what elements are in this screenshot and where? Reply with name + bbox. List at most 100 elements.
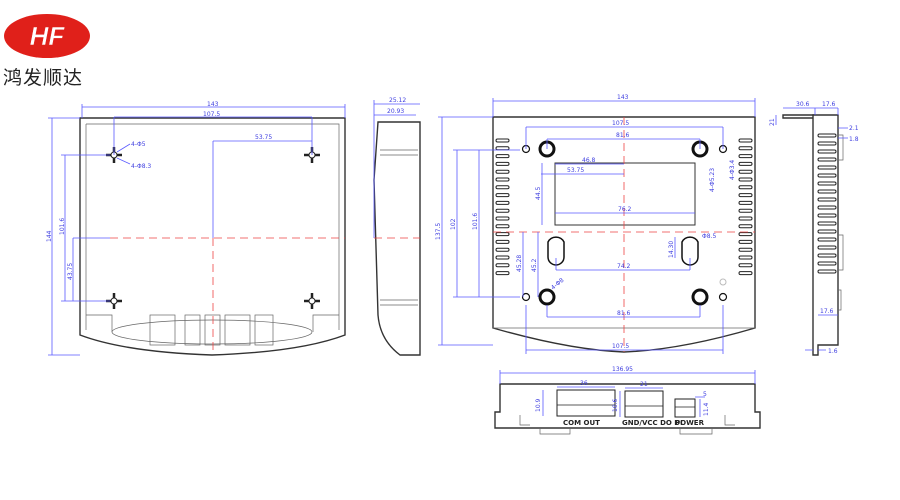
vent-slot [495, 239, 510, 244]
vent-slot [738, 224, 753, 229]
vent-slot [738, 232, 753, 237]
vent-slot [817, 245, 837, 250]
dim-width: 143 [207, 101, 219, 108]
svg-text:HF: HF [30, 21, 66, 51]
vent-slot [495, 185, 510, 190]
vent-slot [738, 271, 753, 276]
dim-keyhole-slot: 14.30 [668, 241, 675, 258]
back-view: 143 107.5 81.6 46.8 53.75 44.5 76.2 74.2… [435, 94, 756, 354]
dim-port2-height: 10.6 [612, 398, 619, 412]
dim-height: 144 [46, 230, 53, 242]
vent-slot [495, 247, 510, 252]
vent-slot [817, 173, 837, 178]
vent-slot [817, 157, 837, 162]
vent-slot [738, 200, 753, 205]
dim-port2-width: 21 [640, 381, 648, 388]
dim-right-wall: 1.6 [828, 348, 838, 355]
dim-port3-height: 11.4 [703, 402, 710, 416]
vent-slot [817, 133, 837, 138]
vent-slot [738, 239, 753, 244]
dim-inner-vspan: 101.6 [472, 213, 479, 230]
vent-slot [738, 208, 753, 213]
dim-right-t1: 2.1 [849, 125, 859, 132]
vent-slot [495, 146, 510, 151]
dim-port1-width: 36 [580, 380, 588, 387]
vent-slot [817, 197, 837, 202]
vent-slot [817, 261, 837, 266]
vent-slot [495, 224, 510, 229]
port-label-power: POWER [675, 419, 705, 427]
vent-slot [738, 193, 753, 198]
dim-rect-width: 76.2 [618, 206, 632, 213]
vent-slot [495, 200, 510, 205]
vent-slot [738, 161, 753, 166]
vent-slot [817, 165, 837, 170]
bottom-view: 36 10.9 21 10.6 5 11.4 136.95 COM OUT GN… [494, 366, 761, 435]
dim-right-t2: 1.8 [849, 136, 859, 143]
dim-right-depth: 30.6 [796, 101, 810, 108]
vent-slot [738, 154, 753, 159]
dim-half-span: 53.75 [255, 134, 272, 141]
vent-slot [495, 154, 510, 159]
hf-logo: HF [4, 14, 90, 58]
dim-back-height: 137.5 [435, 223, 442, 240]
vent-slots [495, 138, 753, 276]
dim-back-width: 143 [617, 94, 629, 101]
dim-keyhole-span: 74.2 [617, 263, 631, 270]
vent-slot [738, 255, 753, 260]
vent-slot [738, 138, 753, 143]
vent-slot [495, 216, 510, 221]
vent-slot [817, 253, 837, 258]
vent-slot [738, 247, 753, 252]
vent-slot [817, 205, 837, 210]
vent-slot [495, 138, 510, 143]
dim-right-inner: 17.6 [822, 101, 836, 108]
dim-top-span: 107.5 [612, 120, 629, 127]
vent-slot [817, 269, 837, 274]
dim-rect-height: 44.5 [535, 186, 542, 200]
dim-inner-span: 81.6 [616, 132, 630, 139]
company-name: 鸿发顺达 [3, 67, 84, 89]
dim-hole-note-1: 4-Φ5 [131, 141, 146, 148]
side-view: 25.12 20.93 [373, 97, 421, 356]
port-label-com-out: COM OUT [563, 419, 600, 427]
vent-slot [738, 146, 753, 151]
port-label-gnd-vcc: GND/VCC DO DI [622, 419, 683, 427]
vent-slot [817, 181, 837, 186]
dim-right-lip: 21 [769, 118, 776, 126]
vent-slot [817, 221, 837, 226]
dim-depth-inner: 20.93 [387, 108, 404, 115]
dim-hole-note-2: 4-Φ8.3 [131, 163, 151, 170]
vent-slot [738, 216, 753, 221]
dim-bottom-inner: 81.6 [617, 310, 631, 317]
vent-slot [738, 177, 753, 182]
dim-keyhole-h2: 45.2 [531, 258, 538, 272]
vent-slot [495, 193, 510, 198]
dim-rect-offset: 46.8 [582, 157, 596, 164]
vent-slot [495, 208, 510, 213]
dim-right-bottom-inner: 17.6 [820, 308, 834, 315]
vent-slot [495, 161, 510, 166]
dim-port1-height: 10.9 [535, 398, 542, 412]
dim-bottom-width: 136.95 [612, 366, 633, 373]
vent-slot [495, 232, 510, 237]
dim-rect-half: 53.75 [567, 167, 584, 174]
dim-keyhole-d: Φ8.5 [702, 233, 716, 240]
side-vent-slots [817, 133, 837, 274]
dim-bottom-span: 107.5 [612, 343, 629, 350]
vent-slot [817, 189, 837, 194]
vent-slot [495, 177, 510, 182]
dim-lower-offset: 43.75 [67, 263, 74, 280]
vent-slot [738, 169, 753, 174]
vent-slot [738, 185, 753, 190]
front-view: 143 107.5 53.75 4-Φ5 4-Φ8.3 144 101.6 43… [46, 101, 346, 356]
dim-hole-vspan: 101.6 [59, 218, 66, 235]
dim-hole-span: 107.5 [203, 111, 220, 118]
vent-slot [817, 149, 837, 154]
dim-keyhole-h1: 45.28 [516, 255, 523, 272]
vent-slot [817, 237, 837, 242]
vent-slot [817, 229, 837, 234]
dim-port3-width: 5 [703, 391, 707, 398]
vent-slot [495, 271, 510, 276]
